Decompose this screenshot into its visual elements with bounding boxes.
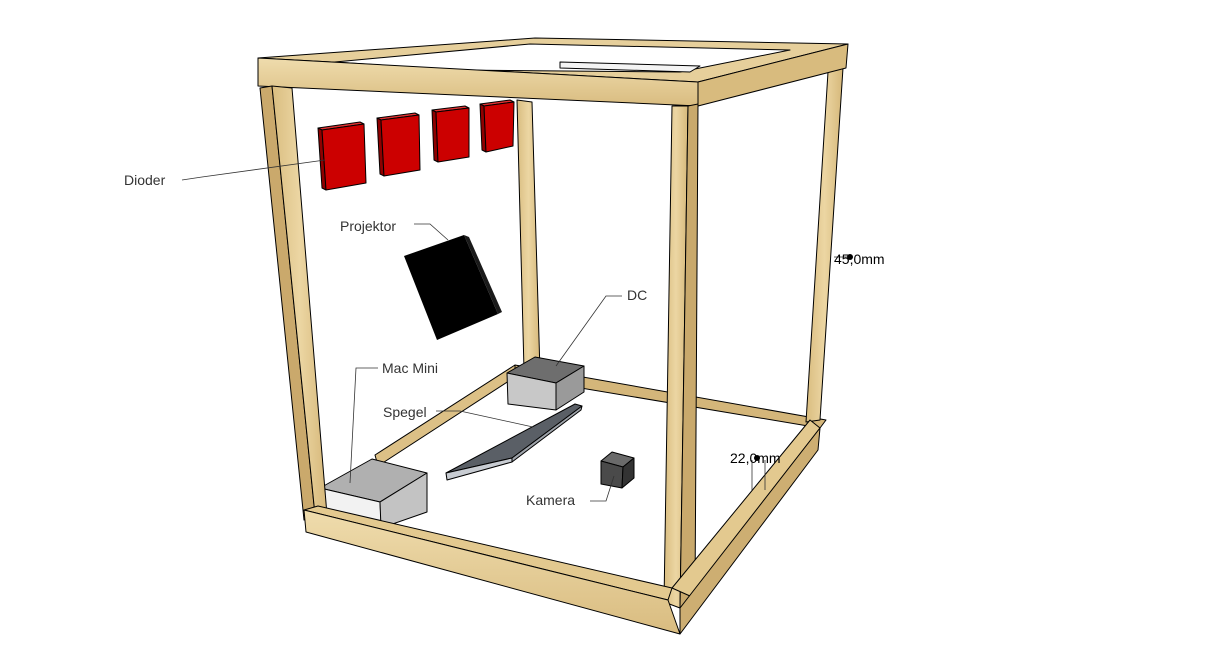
bottom-front-frame	[303, 419, 821, 635]
back-right-post	[805, 67, 844, 423]
label-projektor: Projektor	[340, 218, 396, 234]
diodes	[317, 99, 515, 191]
mirror	[445, 403, 583, 481]
diode-3	[431, 105, 470, 163]
front-left-post	[259, 85, 328, 521]
leader-spegel	[436, 410, 534, 428]
labels: Dioder Projektor DC Mac Mini Spegel Kame…	[124, 172, 885, 508]
label-spegel: Spegel	[383, 404, 427, 420]
leader-lines	[181, 159, 853, 502]
camera	[600, 451, 635, 489]
label-mac-mini: Mac Mini	[382, 360, 438, 376]
front-right-post	[663, 103, 699, 609]
diode-2	[376, 112, 421, 177]
leader-mac-mini	[349, 367, 378, 484]
diode-4	[479, 99, 515, 153]
dimension-beam: 22,0mm	[730, 450, 781, 466]
dim-dot-height	[847, 254, 853, 260]
mac-mini	[319, 458, 428, 529]
leader-projektor	[414, 223, 449, 241]
dim-dot-beam	[754, 455, 760, 461]
diode-1	[317, 121, 367, 191]
label-kamera: Kamera	[526, 492, 575, 508]
label-dioder: Dioder	[124, 172, 166, 188]
dc-box	[506, 356, 585, 411]
leader-kamera	[590, 475, 615, 502]
leader-dc	[555, 295, 622, 367]
dimension-height: 45,0mm	[834, 251, 885, 267]
label-dc: DC	[627, 287, 647, 303]
projector	[404, 235, 502, 340]
back-left-post	[516, 99, 541, 373]
top-frame	[257, 37, 849, 107]
leader-dioder	[181, 159, 326, 181]
